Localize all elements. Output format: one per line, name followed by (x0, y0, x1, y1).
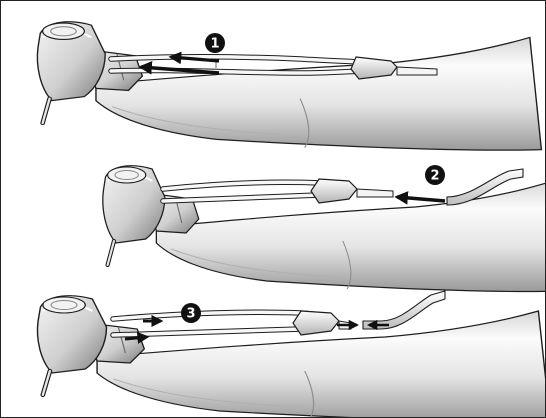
step-2-marker: 2 (425, 165, 445, 185)
step-3-marker: 3 (181, 303, 201, 323)
step-1-number: 1 (210, 37, 219, 52)
tubes-2 (163, 169, 523, 205)
tubes-3 (113, 291, 445, 335)
handpiece-1 (37, 22, 541, 150)
step-1-panel: 1 (37, 22, 541, 150)
step-1-marker: 1 (205, 33, 225, 53)
step-3-number: 3 (186, 307, 195, 322)
step-2-number: 2 (430, 169, 439, 184)
step-2-arrows (397, 197, 445, 201)
step-3-panel: 3 (37, 291, 546, 418)
push-arrow-lower (125, 337, 147, 339)
step-2-panel: 2 (103, 165, 546, 292)
connect-arrow (397, 197, 445, 201)
handpiece-drawing-1 (37, 22, 541, 150)
